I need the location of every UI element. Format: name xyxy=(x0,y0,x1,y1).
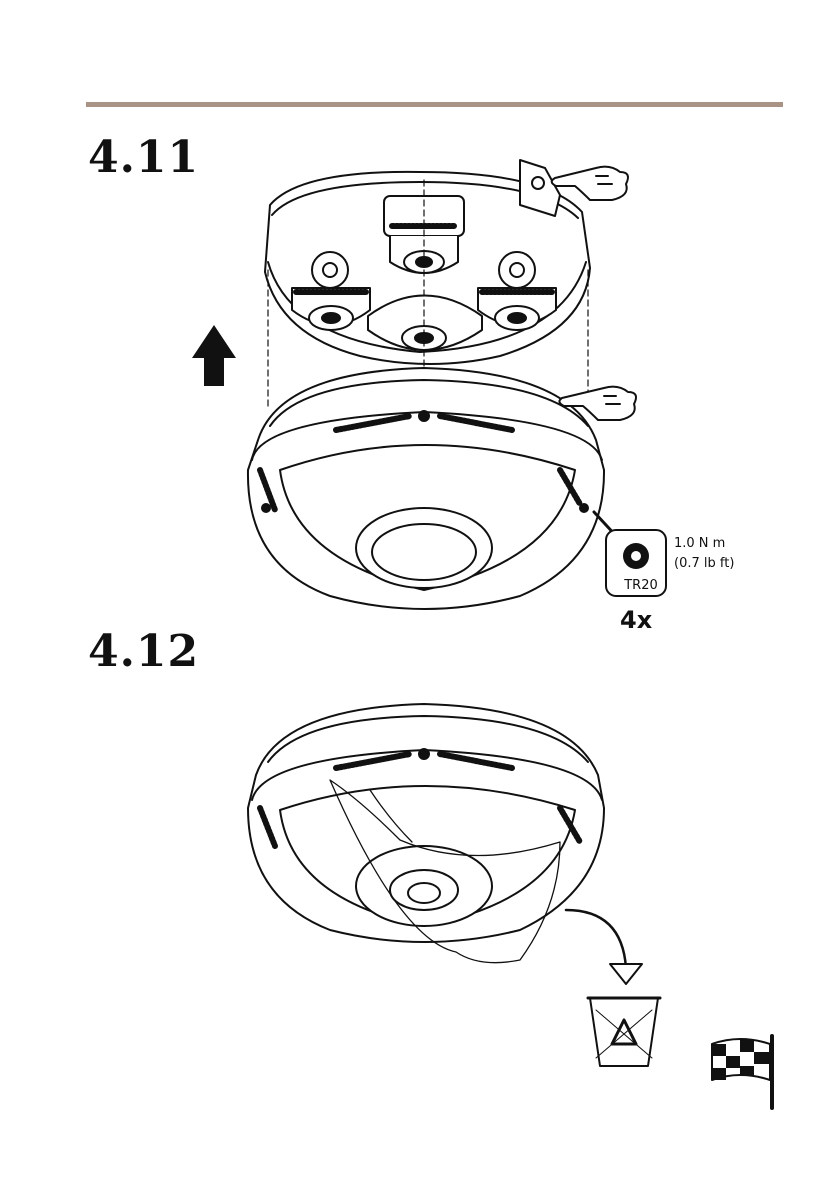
dome-cover xyxy=(248,368,604,609)
up-arrow-icon xyxy=(192,325,236,386)
torque-value-metric: 1.0 N m xyxy=(674,536,725,551)
checkered-flag-icon xyxy=(712,1036,772,1108)
pointing-hand-icon xyxy=(552,167,628,200)
camera-base-unit xyxy=(265,160,590,364)
installed-dome xyxy=(248,704,604,963)
recycle-bin-icon xyxy=(588,998,660,1066)
tool-label: TR20 xyxy=(616,578,666,593)
discard-arrow xyxy=(566,910,626,968)
torque-value-imperial: (0.7 lb ft) xyxy=(674,556,734,571)
quantity-label: 4x xyxy=(620,606,652,634)
